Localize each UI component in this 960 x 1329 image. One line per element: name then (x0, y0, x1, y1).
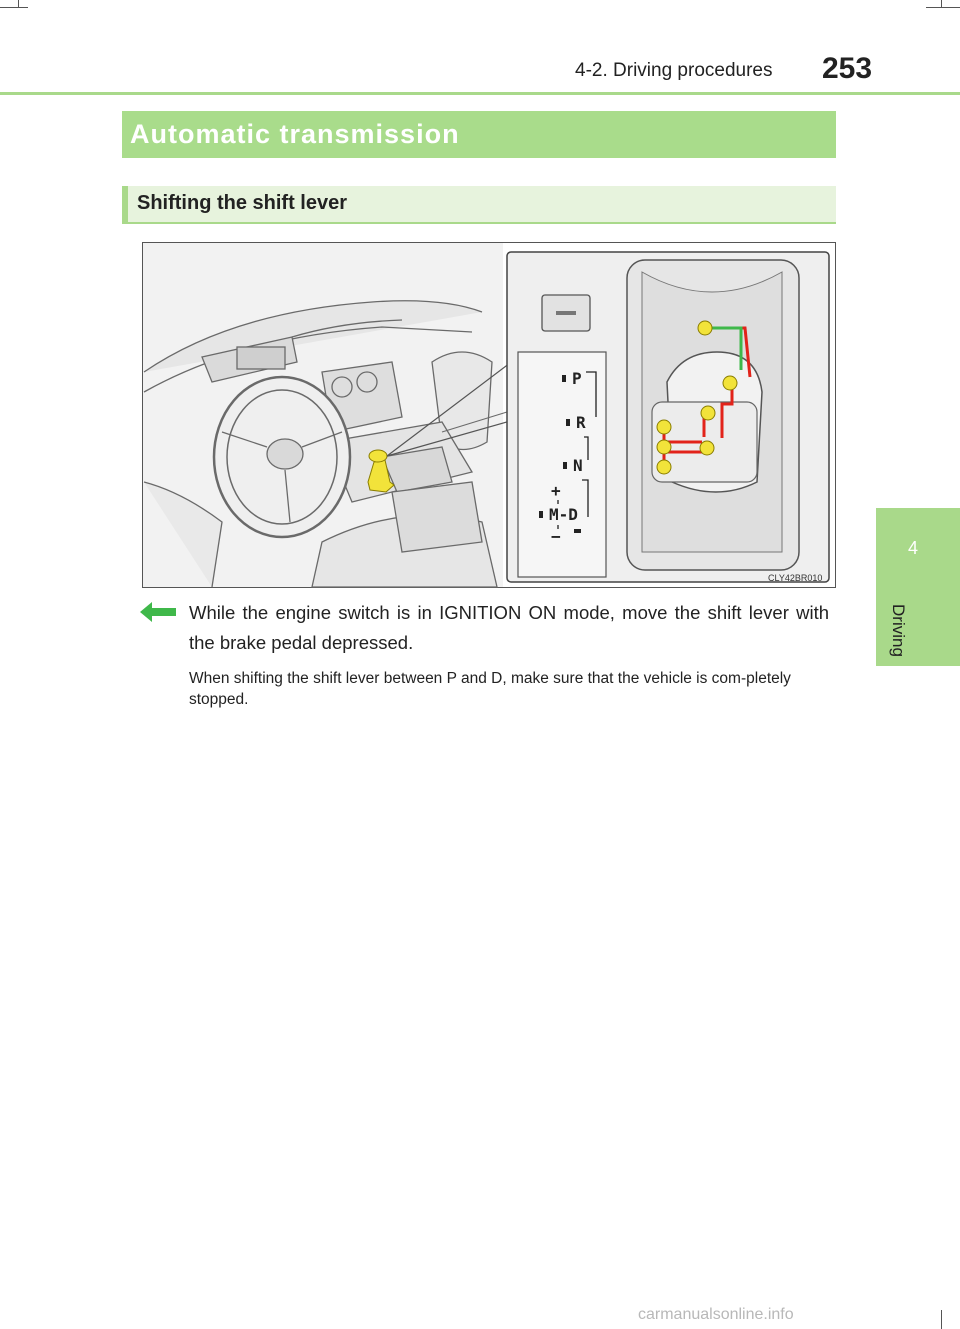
chapter-side-tab (876, 508, 960, 666)
crop-mark (18, 0, 19, 8)
figure-code: CLY42BR010 (768, 573, 822, 583)
gate-label-n: N (573, 456, 583, 475)
subsection-bar: Shifting the shift lever (122, 186, 836, 224)
chapter-label: Driving (889, 604, 908, 657)
header-section-title: 4-2. Driving procedures (575, 60, 773, 81)
gate-label-m-d: M-D (549, 505, 578, 524)
subsection-accent (122, 186, 128, 224)
gate-label-plus: + (551, 481, 561, 500)
chapter-number: 4 (908, 538, 919, 558)
car-interior-drawing (143, 243, 508, 588)
gate-label-minus: − (551, 527, 561, 546)
section-title-bar: Automatic transmission (122, 111, 836, 158)
step-arrow-icon (140, 602, 176, 622)
shift-lever-illustration: P R N + M-D − (142, 242, 836, 588)
header-rule (0, 92, 960, 95)
shift-lever-highlight (367, 459, 395, 493)
note-text: When shifting the shift lever between P … (189, 670, 791, 708)
gate-label-p: P (572, 369, 582, 388)
shift-position-dots (656, 320, 738, 475)
subsection-title: Shifting the shift lever (137, 192, 348, 214)
crop-mark (941, 0, 942, 8)
crop-mark (926, 7, 960, 8)
instruction-text: While the engine switch is in IGNITION O… (189, 602, 829, 653)
crop-mark (0, 7, 28, 8)
shift-gate-panel: P R N + M-D − (506, 251, 830, 583)
gate-label-r: R (576, 413, 586, 432)
page-number: 253 (822, 52, 873, 85)
watermark: carmanualsonline.info (638, 1306, 794, 1323)
crop-mark (941, 1310, 942, 1329)
